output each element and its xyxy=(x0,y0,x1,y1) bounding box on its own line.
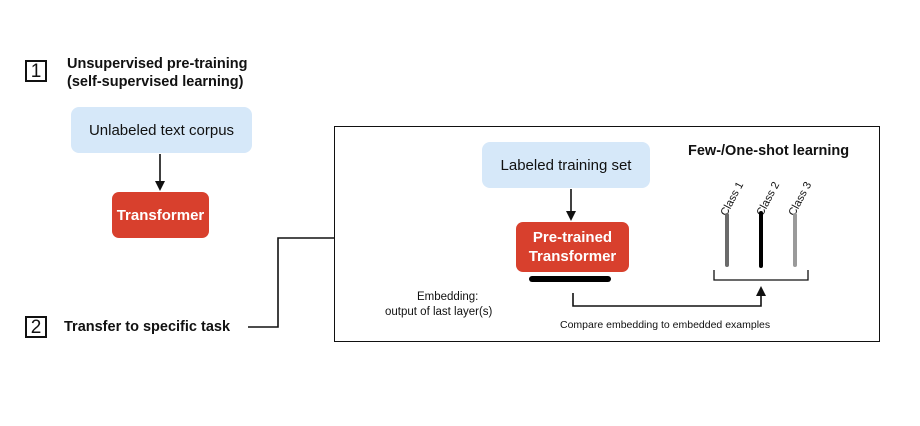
few-shot-learning-panel xyxy=(334,126,880,342)
few-shot-learning-title: Few-/One-shot learning xyxy=(688,143,850,159)
step-2-title: Transfer to specific task xyxy=(64,319,231,335)
compare-arrow xyxy=(572,286,766,307)
class-bracket xyxy=(713,270,809,281)
labeled-training-set-box: Labeled training set xyxy=(482,142,650,188)
transformer-box: Transformer xyxy=(112,192,209,238)
compare-embedding-label: Compare embedding to embedded examples xyxy=(560,319,771,331)
embedding-label-line-2: output of last layer(s) xyxy=(385,306,493,318)
pretrained-transformer-label-line-2: Transformer xyxy=(528,248,617,265)
step-2-connector-line xyxy=(248,237,334,328)
embedding-label-line-1: Embedding: xyxy=(417,291,479,303)
step-2-number: 2 xyxy=(25,316,47,338)
pretrained-transformer-label-line-1: Pre-trained xyxy=(532,229,613,246)
unlabeled-text-corpus-box: Unlabeled text corpus xyxy=(71,107,252,153)
step-1-number: 1 xyxy=(25,60,47,82)
step-1-title-line-2: (self-supervised learning) xyxy=(67,74,244,90)
pretrained-transformer-box: Pre-trained Transformer xyxy=(516,222,629,272)
step-1-title-line-1: Unsupervised pre-training xyxy=(67,56,248,72)
